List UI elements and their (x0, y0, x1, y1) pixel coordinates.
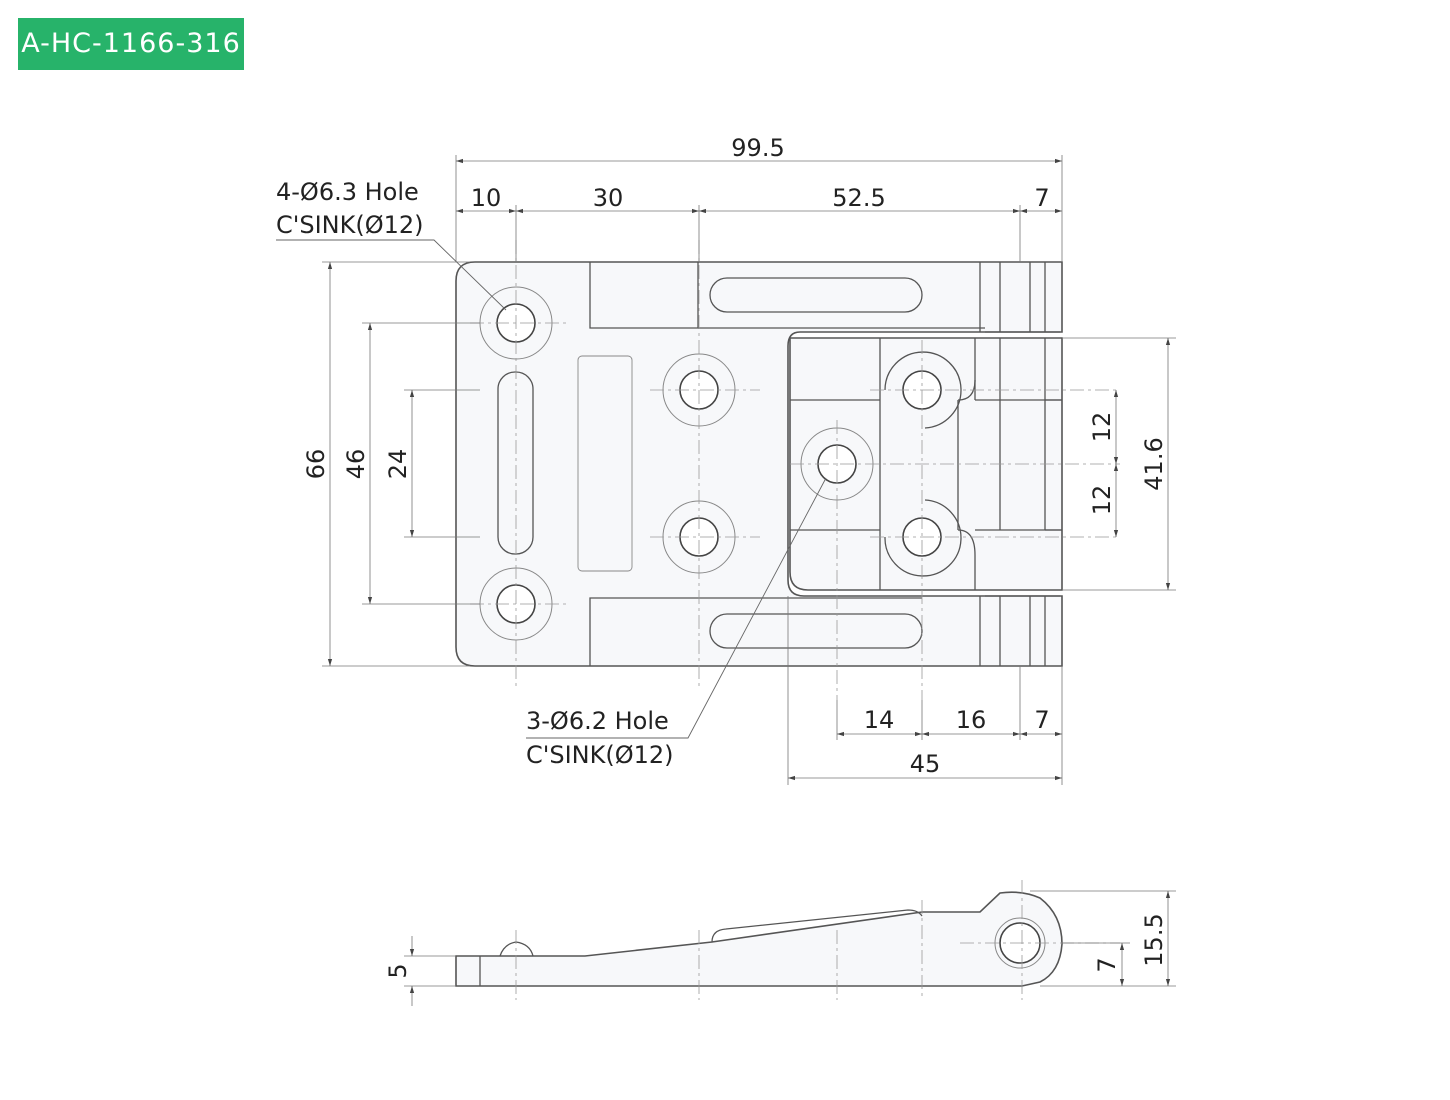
dim-leaf-height: 41.6 (1140, 437, 1168, 490)
part-number-badge: A-HC-1166-316 (18, 18, 244, 70)
callout-holes-b-line1: 3-Ø6.2 Hole (526, 707, 669, 735)
dim-knuckle: 7 (1034, 184, 1049, 212)
dim-side-height: 15.5 (1140, 913, 1168, 966)
dim-hole-offset-upper: 12 (1088, 412, 1116, 443)
dim-span: 52.5 (832, 184, 885, 212)
top-view (455, 240, 1120, 700)
dim-slot-span: 24 (384, 449, 412, 480)
dim-leaf-width: 45 (910, 750, 941, 778)
dim-hole-pitch: 30 (593, 184, 624, 212)
callouts: 4-Ø6.3 Hole C'SINK(Ø12) 3-Ø6.2 Hole C'SI… (276, 178, 827, 769)
side-view (455, 880, 1120, 1000)
dim-hole-offset-lower: 12 (1088, 485, 1116, 516)
dim-leaf-7: 7 (1034, 706, 1049, 734)
dimensions: 99.5 10 30 52.5 7 66 46 24 12 12 41.6 14… (302, 134, 1176, 1006)
dim-thickness: 5 (384, 963, 412, 978)
callout-holes-b-line2: C'SINK(Ø12) (526, 741, 674, 769)
dim-total-height: 66 (302, 449, 330, 480)
callout-holes-a-line2: C'SINK(Ø12) (276, 211, 424, 239)
dim-hole-pitch-v: 46 (342, 449, 370, 480)
dim-leaf-14: 14 (864, 706, 895, 734)
dim-hole-offset: 10 (471, 184, 502, 212)
dim-leaf-16: 16 (956, 706, 987, 734)
dim-pin-height: 7 (1093, 957, 1121, 972)
callout-holes-a-line1: 4-Ø6.3 Hole (276, 178, 419, 206)
hinge-base-plate (455, 261, 1063, 667)
dim-total-width: 99.5 (731, 134, 784, 162)
